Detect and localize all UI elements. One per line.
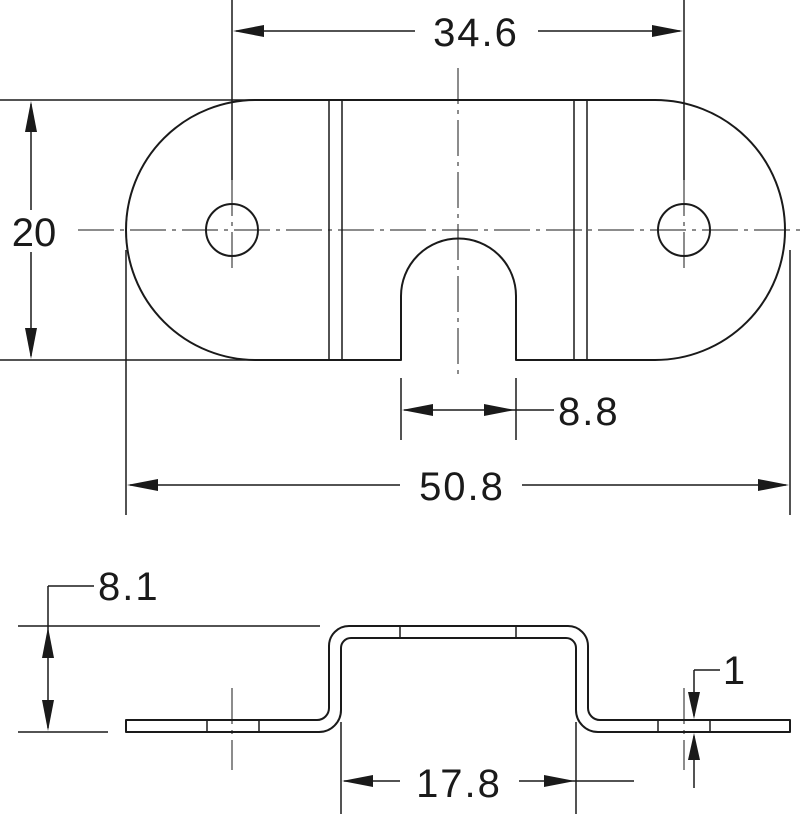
dimension-thickness-label: 1 bbox=[723, 649, 745, 693]
dimension-bend-width-label: 17.8 bbox=[416, 762, 502, 806]
side-view: 8.1 17.8 1 bbox=[18, 565, 791, 814]
dimension-overall-length: 50.8 bbox=[127, 465, 789, 509]
dimension-overall-length-label: 50.8 bbox=[419, 465, 505, 509]
bracket-profile-outer bbox=[125, 625, 791, 733]
dimension-center-spacing-label: 34.6 bbox=[433, 11, 519, 55]
dimension-thickness: 1 bbox=[688, 649, 745, 788]
dimension-height-label: 20 bbox=[12, 211, 57, 255]
dimension-bend-height-label: 8.1 bbox=[98, 565, 160, 609]
dimension-bend-height: 8.1 bbox=[42, 565, 160, 731]
dimension-slot-width: 8.8 bbox=[402, 390, 620, 434]
dimension-slot-width-label: 8.8 bbox=[558, 390, 620, 434]
dimension-center-spacing: 34.6 bbox=[233, 11, 683, 55]
dimension-height: 20 bbox=[4, 101, 62, 359]
dimension-bend-width: 17.8 bbox=[342, 762, 634, 806]
bracket-outline bbox=[125, 99, 786, 361]
top-view: 34.6 20 8.8 50.8 bbox=[0, 0, 800, 515]
